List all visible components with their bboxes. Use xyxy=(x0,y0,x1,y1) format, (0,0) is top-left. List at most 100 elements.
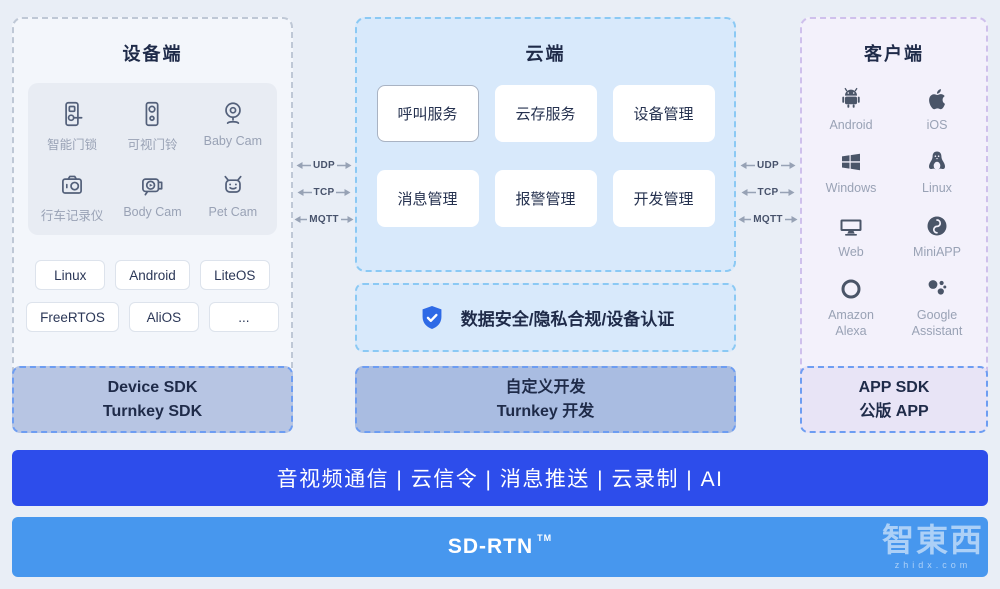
platform-label: Linux xyxy=(922,181,952,196)
platform-grid: Android iOS xyxy=(808,85,980,339)
arrow-left-icon xyxy=(296,161,311,169)
device-item-pet-cam: Pet Cam xyxy=(193,170,273,225)
linux-icon xyxy=(923,148,951,176)
client-sdk-bar: APP SDK 公版 APP xyxy=(800,366,988,433)
os-chip-freertos: FreeRTOS xyxy=(26,302,119,332)
os-chip-linux: Linux xyxy=(35,260,106,290)
service-card-message-mgmt: 消息管理 xyxy=(376,170,479,227)
arrow-right-icon xyxy=(336,188,351,196)
android-icon xyxy=(837,85,865,113)
platform-label: Android xyxy=(829,118,873,132)
arrow-right-icon xyxy=(784,215,798,223)
client-panel-title: 客户端 xyxy=(864,44,924,64)
client-sdk-line2: 公版 APP xyxy=(859,402,929,420)
platform-ios: iOS xyxy=(894,85,980,133)
device-item-label: 可视门铃 xyxy=(127,138,178,152)
platform-label: MiniAPP xyxy=(913,244,961,259)
os-chips-row-2: FreeRTOS AliOS ... xyxy=(14,302,291,332)
security-bar: 数据安全/隐私合规/设备认证 xyxy=(355,283,736,352)
robot-icon xyxy=(218,170,248,200)
platform-label: iOS xyxy=(926,118,948,132)
device-item-body-cam: Body Cam xyxy=(112,170,192,225)
cloud-services-row-2: 消息管理 报警管理 开发管理 xyxy=(357,170,734,227)
connector-tcp: TCP xyxy=(291,185,357,199)
device-item-smart-lock: 智能门锁 xyxy=(32,99,112,154)
device-item-label: Body Cam xyxy=(123,205,182,219)
device-item-dashcam: 行车记录仪 xyxy=(32,170,112,225)
trademark-sup: TM xyxy=(537,533,553,543)
protocol-connectors-left: UDP TCP MQTT xyxy=(291,158,357,226)
arrow-left-icon xyxy=(738,215,752,223)
platform-web: Web xyxy=(808,212,894,260)
apple-icon xyxy=(923,85,951,113)
arrow-right-icon xyxy=(337,161,352,169)
device-sdk-line1: Device SDK xyxy=(107,378,198,396)
cloud-sdk-line2: Turnkey 开发 xyxy=(496,402,595,420)
arrow-left-icon xyxy=(297,188,312,196)
os-chip-alios: AliOS xyxy=(128,302,199,332)
os-chips-row-1: Linux Android LiteOS xyxy=(14,260,291,290)
device-item-label: 行车记录仪 xyxy=(40,209,104,223)
arrow-left-icon xyxy=(741,188,756,196)
monitor-icon xyxy=(837,212,865,240)
device-sdk-bar: Device SDK Turnkey SDK xyxy=(12,366,293,433)
device-item-doorbell: 可视门铃 xyxy=(112,99,192,154)
alexa-icon xyxy=(837,275,865,303)
cloud-sdk-bar: 自定义开发 Turnkey 开发 xyxy=(355,366,736,433)
connector-mqtt: MQTT xyxy=(735,212,801,226)
connector-udp: UDP xyxy=(291,158,357,172)
platform-linux: Linux xyxy=(894,148,980,196)
platform-android: Android xyxy=(808,85,894,133)
platform-google-assistant: Google Assistant xyxy=(894,275,980,340)
door-lock-icon xyxy=(57,99,87,129)
platform-label: Google Assistant xyxy=(911,307,963,338)
connector-mqtt: MQTT xyxy=(291,212,357,226)
rtc-services-label: 音视频通信 | 云信令 | 消息推送 | 云录制 | AI xyxy=(276,468,724,491)
platform-label: Web xyxy=(838,244,864,259)
bodycam-icon xyxy=(137,170,167,200)
device-item-label: 智能门锁 xyxy=(47,138,98,152)
platform-amazon-alexa: Amazon Alexa xyxy=(808,275,894,340)
cloud-panel-title: 云端 xyxy=(525,44,566,64)
cloud-sdk-line1: 自定义开发 xyxy=(505,378,586,396)
os-chip-more: ... xyxy=(208,302,279,332)
protocol-connectors-right: UDP TCP MQTT xyxy=(735,158,801,226)
client-sdk-line1: APP SDK xyxy=(858,378,930,396)
device-panel: 设备端 智能门锁 xyxy=(12,17,293,433)
connector-udp: UDP xyxy=(735,158,801,172)
windows-icon xyxy=(837,148,865,176)
arrow-right-icon xyxy=(781,161,796,169)
security-label: 数据安全/隐私合规/设备认证 xyxy=(460,310,675,329)
rtc-services-bar: 音视频通信 | 云信令 | 消息推送 | 云录制 | AI xyxy=(12,450,988,506)
platform-label: Amazon Alexa xyxy=(828,307,874,338)
client-panel: 客户端 xyxy=(800,17,988,433)
shield-check-icon xyxy=(417,303,447,333)
cloud-services-row-1: 呼叫服务 云存服务 设备管理 xyxy=(357,85,734,142)
cloud-panel: 云端 呼叫服务 云存服务 设备管理 消息管理 报警管理 开发管理 xyxy=(355,17,736,272)
os-chip-android: Android xyxy=(115,260,190,290)
arrow-right-icon xyxy=(340,215,354,223)
service-card-alarm-mgmt: 报警管理 xyxy=(494,170,597,227)
device-item-baby-cam: Baby Cam xyxy=(193,99,273,154)
device-item-label: Baby Cam xyxy=(203,134,262,148)
connector-tcp: TCP xyxy=(735,185,801,199)
service-card-device-mgmt: 设备管理 xyxy=(612,85,715,142)
device-sdk-line2: Turnkey SDK xyxy=(102,402,203,420)
webcam-icon xyxy=(218,99,248,129)
service-card-dev-mgmt: 开发管理 xyxy=(612,170,715,227)
platform-miniapp: MiniAPP xyxy=(894,212,980,260)
platform-windows: Windows xyxy=(808,148,894,196)
miniapp-icon xyxy=(923,212,951,240)
google-assistant-icon xyxy=(923,275,951,303)
arrow-left-icon xyxy=(740,161,755,169)
os-chip-liteos: LiteOS xyxy=(199,260,270,290)
device-panel-title: 设备端 xyxy=(122,44,183,64)
arrow-right-icon xyxy=(780,188,795,196)
dashcam-icon xyxy=(57,170,87,200)
sd-rtn-label: SD-RTN xyxy=(447,535,534,558)
arrow-left-icon xyxy=(294,215,308,223)
service-card-cloud-storage: 云存服务 xyxy=(494,85,597,142)
service-card-call: 呼叫服务 xyxy=(376,85,479,142)
